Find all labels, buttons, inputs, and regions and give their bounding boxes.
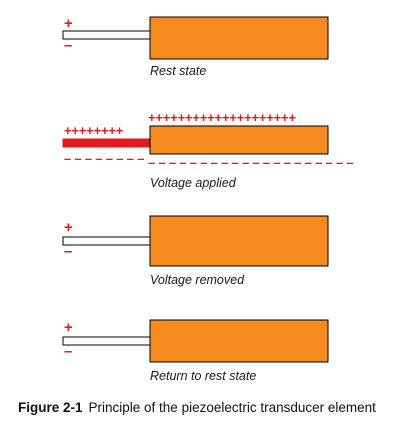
plus-sign: + <box>64 319 73 336</box>
piezo-element <box>149 16 329 60</box>
minus-charges: – – – – – – – – <box>64 151 144 166</box>
figure-text: Principle of the piezoelectric transduce… <box>88 400 376 415</box>
state-return-to-rest: + – Return to rest state <box>62 319 329 383</box>
plus-charges: ++++++++ <box>64 123 124 138</box>
figure-caption: Figure 2-1 Principle of the piezoelectric… <box>18 400 376 415</box>
state-caption: Voltage applied <box>150 176 237 190</box>
figure-label: Figure 2-1 <box>18 400 83 415</box>
bottom-charges: – – – – – – – – – – – – – – – – – – – – <box>148 155 353 170</box>
plus-sign: + <box>64 219 73 236</box>
electrode-lead <box>62 236 152 246</box>
state-caption: Voltage removed <box>150 273 245 287</box>
minus-sign: – <box>64 343 72 360</box>
minus-sign: – <box>64 37 72 54</box>
top-charges: ++++++++++++++++++++ <box>148 110 296 125</box>
piezo-element <box>149 319 329 363</box>
electrode-lead-active <box>62 138 152 148</box>
state-caption: Rest state <box>150 64 206 78</box>
electrode-lead <box>62 30 152 40</box>
minus-sign: – <box>64 243 72 260</box>
electrode-lead <box>62 336 152 346</box>
state-voltage-applied: ++++++++++++++++++++ ++++++++ – – – – – … <box>62 110 354 190</box>
piezo-element-contracted <box>149 215 329 267</box>
plus-sign: + <box>64 15 73 32</box>
state-voltage-removed: + – Voltage removed <box>62 215 329 287</box>
state-caption: Return to rest state <box>150 369 256 383</box>
state-rest: + – Rest state <box>62 15 329 78</box>
piezo-element-expanded <box>149 125 329 155</box>
